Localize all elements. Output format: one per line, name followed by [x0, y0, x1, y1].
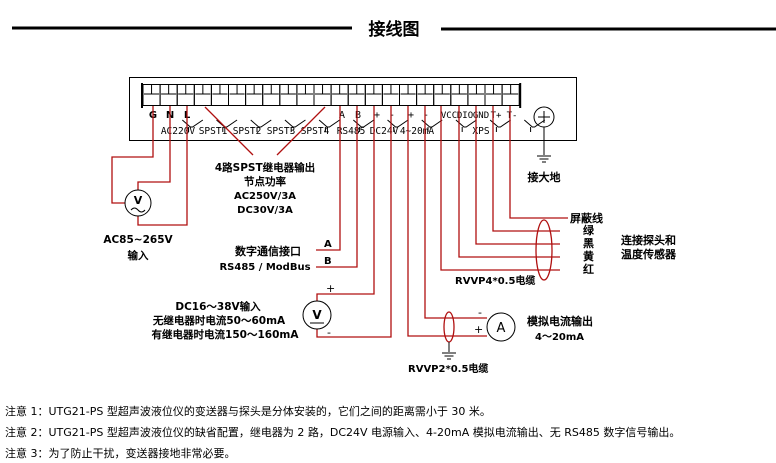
label-dc-minus: -: [389, 110, 395, 121]
note-3: 注意 3：为了防止干扰，变送器接地非常必要。: [5, 447, 236, 460]
wire-ma-plus: [407, 106, 487, 337]
cable-2-label: RVVP2*0.5电缆: [408, 362, 488, 375]
label-4-20ma: 4~20mA: [400, 126, 435, 137]
cable-shield-2-icon: [443, 311, 455, 343]
black-wire-label: 黑: [583, 237, 594, 250]
label-dio: DIO: [457, 111, 473, 121]
label-a: A: [339, 110, 345, 121]
label-gnd: GND: [473, 111, 489, 121]
comm-protocol: RS485 / ModBus: [219, 262, 310, 273]
dc-voltmeter-label: V: [312, 308, 322, 322]
yellow-wire-label: 黄: [583, 249, 594, 263]
red-wire-label: 红: [583, 262, 594, 276]
label-spst2: SPST2: [233, 126, 262, 137]
label-tminus: T-: [507, 111, 518, 121]
label-ac220v: AC220V: [161, 126, 196, 137]
wire-l: [137, 106, 188, 226]
wire-dio: [458, 106, 560, 258]
page-title: 接线图: [369, 19, 420, 40]
cable-ground-icon: [442, 352, 456, 360]
sensor-connect-label-2: 温度传感器: [621, 247, 677, 261]
comm-title: 数字通信接口: [235, 244, 301, 258]
note-1: 注意 1：UTG21-PS 型超声波液位仪的变送器与探头是分体安装的，它们之间的…: [5, 405, 491, 418]
switch-symbol: [489, 119, 511, 128]
relay-ac-rating: AC250V/3A: [234, 191, 296, 202]
wire-dc-plus: [316, 106, 375, 301]
switch-symbol: [284, 119, 306, 128]
analog-plus-label: +: [474, 323, 483, 336]
ac-wave-icon: [130, 207, 146, 213]
relay-title: 4路SPST继电器输出: [215, 161, 315, 174]
dc-current-no-relay: 无继电器时电流50～60mA: [152, 314, 286, 327]
label-tplus: T+: [491, 111, 502, 121]
wire-tminus: [509, 106, 568, 219]
ac-voltmeter-label: V: [134, 194, 143, 207]
label-spst3: SPST3: [267, 126, 296, 137]
ac-voltmeter-icon: [124, 189, 152, 217]
cable-shield-4-icon: [535, 219, 553, 281]
note-2: 注意 2：UTG21-PS 型超声波液位仪的缺省配置，继电器为 2 路，DC24…: [5, 426, 681, 439]
relay-dc-rating: DC30V/3A: [237, 205, 293, 216]
switch-symbol: [421, 119, 443, 128]
earth-ground-icon: [537, 155, 551, 163]
dc-input-range: DC16～38V输入: [175, 300, 261, 313]
label-rs485: RS485: [337, 126, 366, 137]
switch-symbol: [250, 119, 272, 128]
ac-input-range: AC85~265V: [103, 234, 173, 246]
cable-4-label: RVVP4*0.5电缆: [455, 274, 535, 287]
label-ma-plus: +: [408, 110, 414, 121]
wire-n: [137, 106, 171, 190]
dc-current-with-relay: 有继电器时电流150～160mA: [152, 328, 300, 341]
switch-symbol: [455, 119, 477, 128]
shield-wire-label: 屏蔽线: [570, 211, 603, 225]
analog-range: 4～20mA: [535, 332, 584, 343]
analog-minus-label: -: [478, 306, 482, 319]
label-dc-plus: +: [374, 110, 380, 121]
ammeter-label: A: [497, 321, 506, 336]
ac-input-label: 输入: [128, 249, 149, 262]
wire-rs485-b: [316, 106, 358, 268]
switch-symbol: [182, 119, 204, 128]
terminal-block: [141, 83, 522, 108]
label-spst4: SPST4: [301, 126, 330, 137]
wire-ma-minus: [424, 106, 487, 319]
wire-vcc: [440, 106, 560, 271]
label-xps: XPS: [472, 126, 489, 137]
dc-minus-label: -: [327, 326, 331, 339]
sensor-connect-label-1: 连接探头和: [621, 233, 676, 247]
dc-voltmeter-icon: [302, 300, 332, 330]
green-wire-label: 绿: [583, 223, 595, 237]
wire-rs485-a: [316, 106, 341, 251]
switch-symbol: [524, 119, 546, 128]
label-b: B: [355, 110, 361, 121]
wire-dc-minus: [316, 106, 392, 338]
label-spst1: SPST1: [199, 126, 228, 137]
transmitter-housing: [129, 77, 577, 141]
wire-gnd: [475, 106, 560, 245]
dc-plus-label: +: [326, 282, 335, 295]
earth-label: 接大地: [528, 170, 561, 184]
label-dc24v: DC24V: [370, 126, 399, 137]
rs485-b-label: B: [324, 256, 332, 267]
switch-symbol: [318, 119, 340, 128]
ammeter-icon: [486, 312, 516, 342]
label-ma-minus: -: [423, 110, 429, 121]
relay-callout-line: [276, 106, 326, 156]
rs485-a-label: A: [324, 239, 332, 250]
analog-title: 模拟电流输出: [527, 314, 593, 328]
wire-g: [111, 106, 154, 204]
label-vcc: VCC: [441, 111, 457, 121]
relay-power-label: 节点功率: [244, 175, 286, 188]
relay-callout-line: [204, 106, 254, 156]
